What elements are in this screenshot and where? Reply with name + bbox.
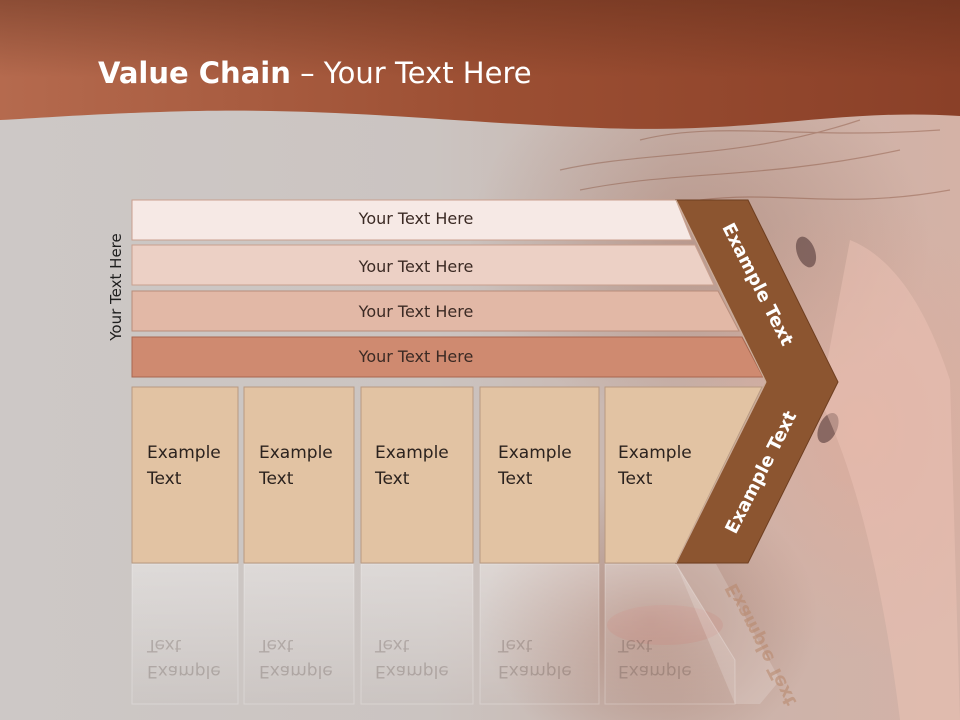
box-reflection-3-line2: Text xyxy=(375,635,410,655)
activity-box-2 xyxy=(243,386,355,564)
box-label-2-line1: Example xyxy=(259,443,333,463)
box-label-4-line2: Text xyxy=(498,469,533,489)
title-rest-part: – Your Text Here xyxy=(290,56,532,90)
box-reflection-label-4: Example Text xyxy=(498,632,590,684)
box-label-1-line2: Text xyxy=(147,469,182,489)
box-reflection-label-5: Example Text xyxy=(618,632,710,684)
box-reflection-4-line2: Text xyxy=(498,635,533,655)
box-label-5: Example Text xyxy=(618,440,710,492)
box-reflection-5-line1: Example xyxy=(618,661,692,681)
row-stripe-3 xyxy=(131,290,740,332)
box-label-4-line1: Example xyxy=(498,443,572,463)
row-stripe-2 xyxy=(131,244,715,286)
activity-box-4 xyxy=(479,386,600,564)
box-reflection-label-3: Example Text xyxy=(375,632,467,684)
box-label-2: Example Text xyxy=(259,440,351,492)
box-reflection-2-line2: Text xyxy=(259,635,294,655)
box-label-4: Example Text xyxy=(498,440,590,492)
box-label-3: Example Text xyxy=(375,440,467,492)
side-label: Your Text Here xyxy=(107,233,125,341)
box-label-2-line2: Text xyxy=(259,469,294,489)
box-label-3-line1: Example xyxy=(375,443,449,463)
box-reflection-1-line2: Text xyxy=(147,635,182,655)
box-reflection-1-line1: Example xyxy=(147,661,221,681)
box-reflection-5-line2: Text xyxy=(618,635,653,655)
box-reflection-2-line1: Example xyxy=(259,661,333,681)
box-reflection-4-line1: Example xyxy=(498,661,572,681)
row-label-1: Your Text Here xyxy=(358,209,474,228)
box-label-3-line2: Text xyxy=(375,469,410,489)
box-reflection-label-2: Example Text xyxy=(259,632,351,684)
row-label-2: Your Text Here xyxy=(358,257,474,276)
box-label-5-line2: Text xyxy=(618,469,653,489)
row-label-3: Your Text Here xyxy=(358,302,474,321)
box-label-5-line1: Example xyxy=(618,443,692,463)
box-reflection-label-1: Example Text xyxy=(147,632,239,684)
box-reflections xyxy=(131,563,780,705)
activity-box-1 xyxy=(131,386,239,564)
row-stripe-1 xyxy=(131,199,693,241)
box-reflection-3-line1: Example xyxy=(375,661,449,681)
page-title: Value Chain – Your Text Here xyxy=(98,56,532,90)
box-label-1: Example Text xyxy=(147,440,239,492)
header-band xyxy=(0,0,960,129)
activity-box-3 xyxy=(360,386,474,564)
box-label-1-line1: Example xyxy=(147,443,221,463)
row-label-4: Your Text Here xyxy=(358,347,474,366)
title-bold-part: Value Chain xyxy=(98,56,291,90)
